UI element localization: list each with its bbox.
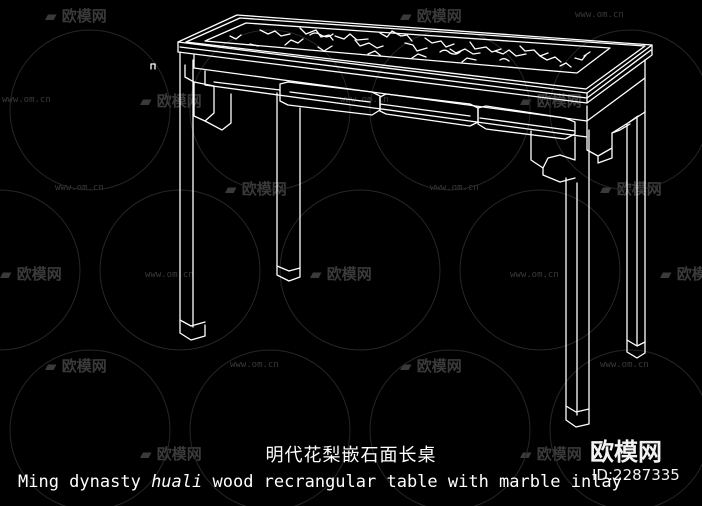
cursor-mark: [150, 63, 156, 70]
watermark-url: www.om.cn: [340, 95, 389, 105]
watermark-url: www.om.cn: [600, 360, 649, 370]
table-legs: [179, 51, 646, 428]
marble-inlay: [204, 22, 611, 74]
chinese-title: 明代花梨嵌石面长桌: [265, 445, 437, 466]
caption-text-start: Ming dynasty: [18, 472, 152, 492]
watermark-url: www.om.cn: [510, 270, 559, 280]
caption-text-end: wood recrangular table with marble inlay: [202, 472, 622, 492]
watermark-url: www.om.cn: [2, 95, 51, 105]
model-id-label: ID:2287335: [592, 466, 680, 484]
watermark-url: www.om.cn: [230, 360, 279, 370]
watermark-logo: ▰ 欧模网: [310, 265, 372, 283]
watermark-logo: ▰ 欧模网: [45, 7, 107, 25]
apron: [184, 54, 646, 183]
watermark-logo: ▰ 欧模网: [0, 265, 62, 283]
english-caption: Ming dynasty huali wood recrangular tabl…: [18, 472, 622, 492]
caption-italic-term: huali: [151, 472, 203, 492]
brand-logo-text: 欧模网: [590, 438, 662, 466]
watermark-logo: ▰ 欧模网: [600, 180, 662, 198]
watermark-logo: ▰ 欧模网: [45, 357, 107, 375]
watermark-url: www.om.cn: [430, 183, 479, 193]
watermark-logo: ▰ 欧模网: [140, 445, 202, 463]
watermark-logo: ▰ 欧模网: [400, 7, 462, 25]
watermark-url: www.om.cn: [145, 270, 194, 280]
watermark-logo: ▰ 欧模网: [520, 445, 582, 463]
table-top: [177, 14, 653, 104]
watermark-url: www.om.cn: [575, 10, 624, 20]
watermark-logo: ▰ 欧模网: [400, 357, 462, 375]
watermark-logo: ▰ 欧模网: [140, 92, 202, 110]
watermark-logo: ▰ 欧模网: [660, 265, 702, 283]
watermark-url: www.om.cn: [55, 183, 104, 193]
